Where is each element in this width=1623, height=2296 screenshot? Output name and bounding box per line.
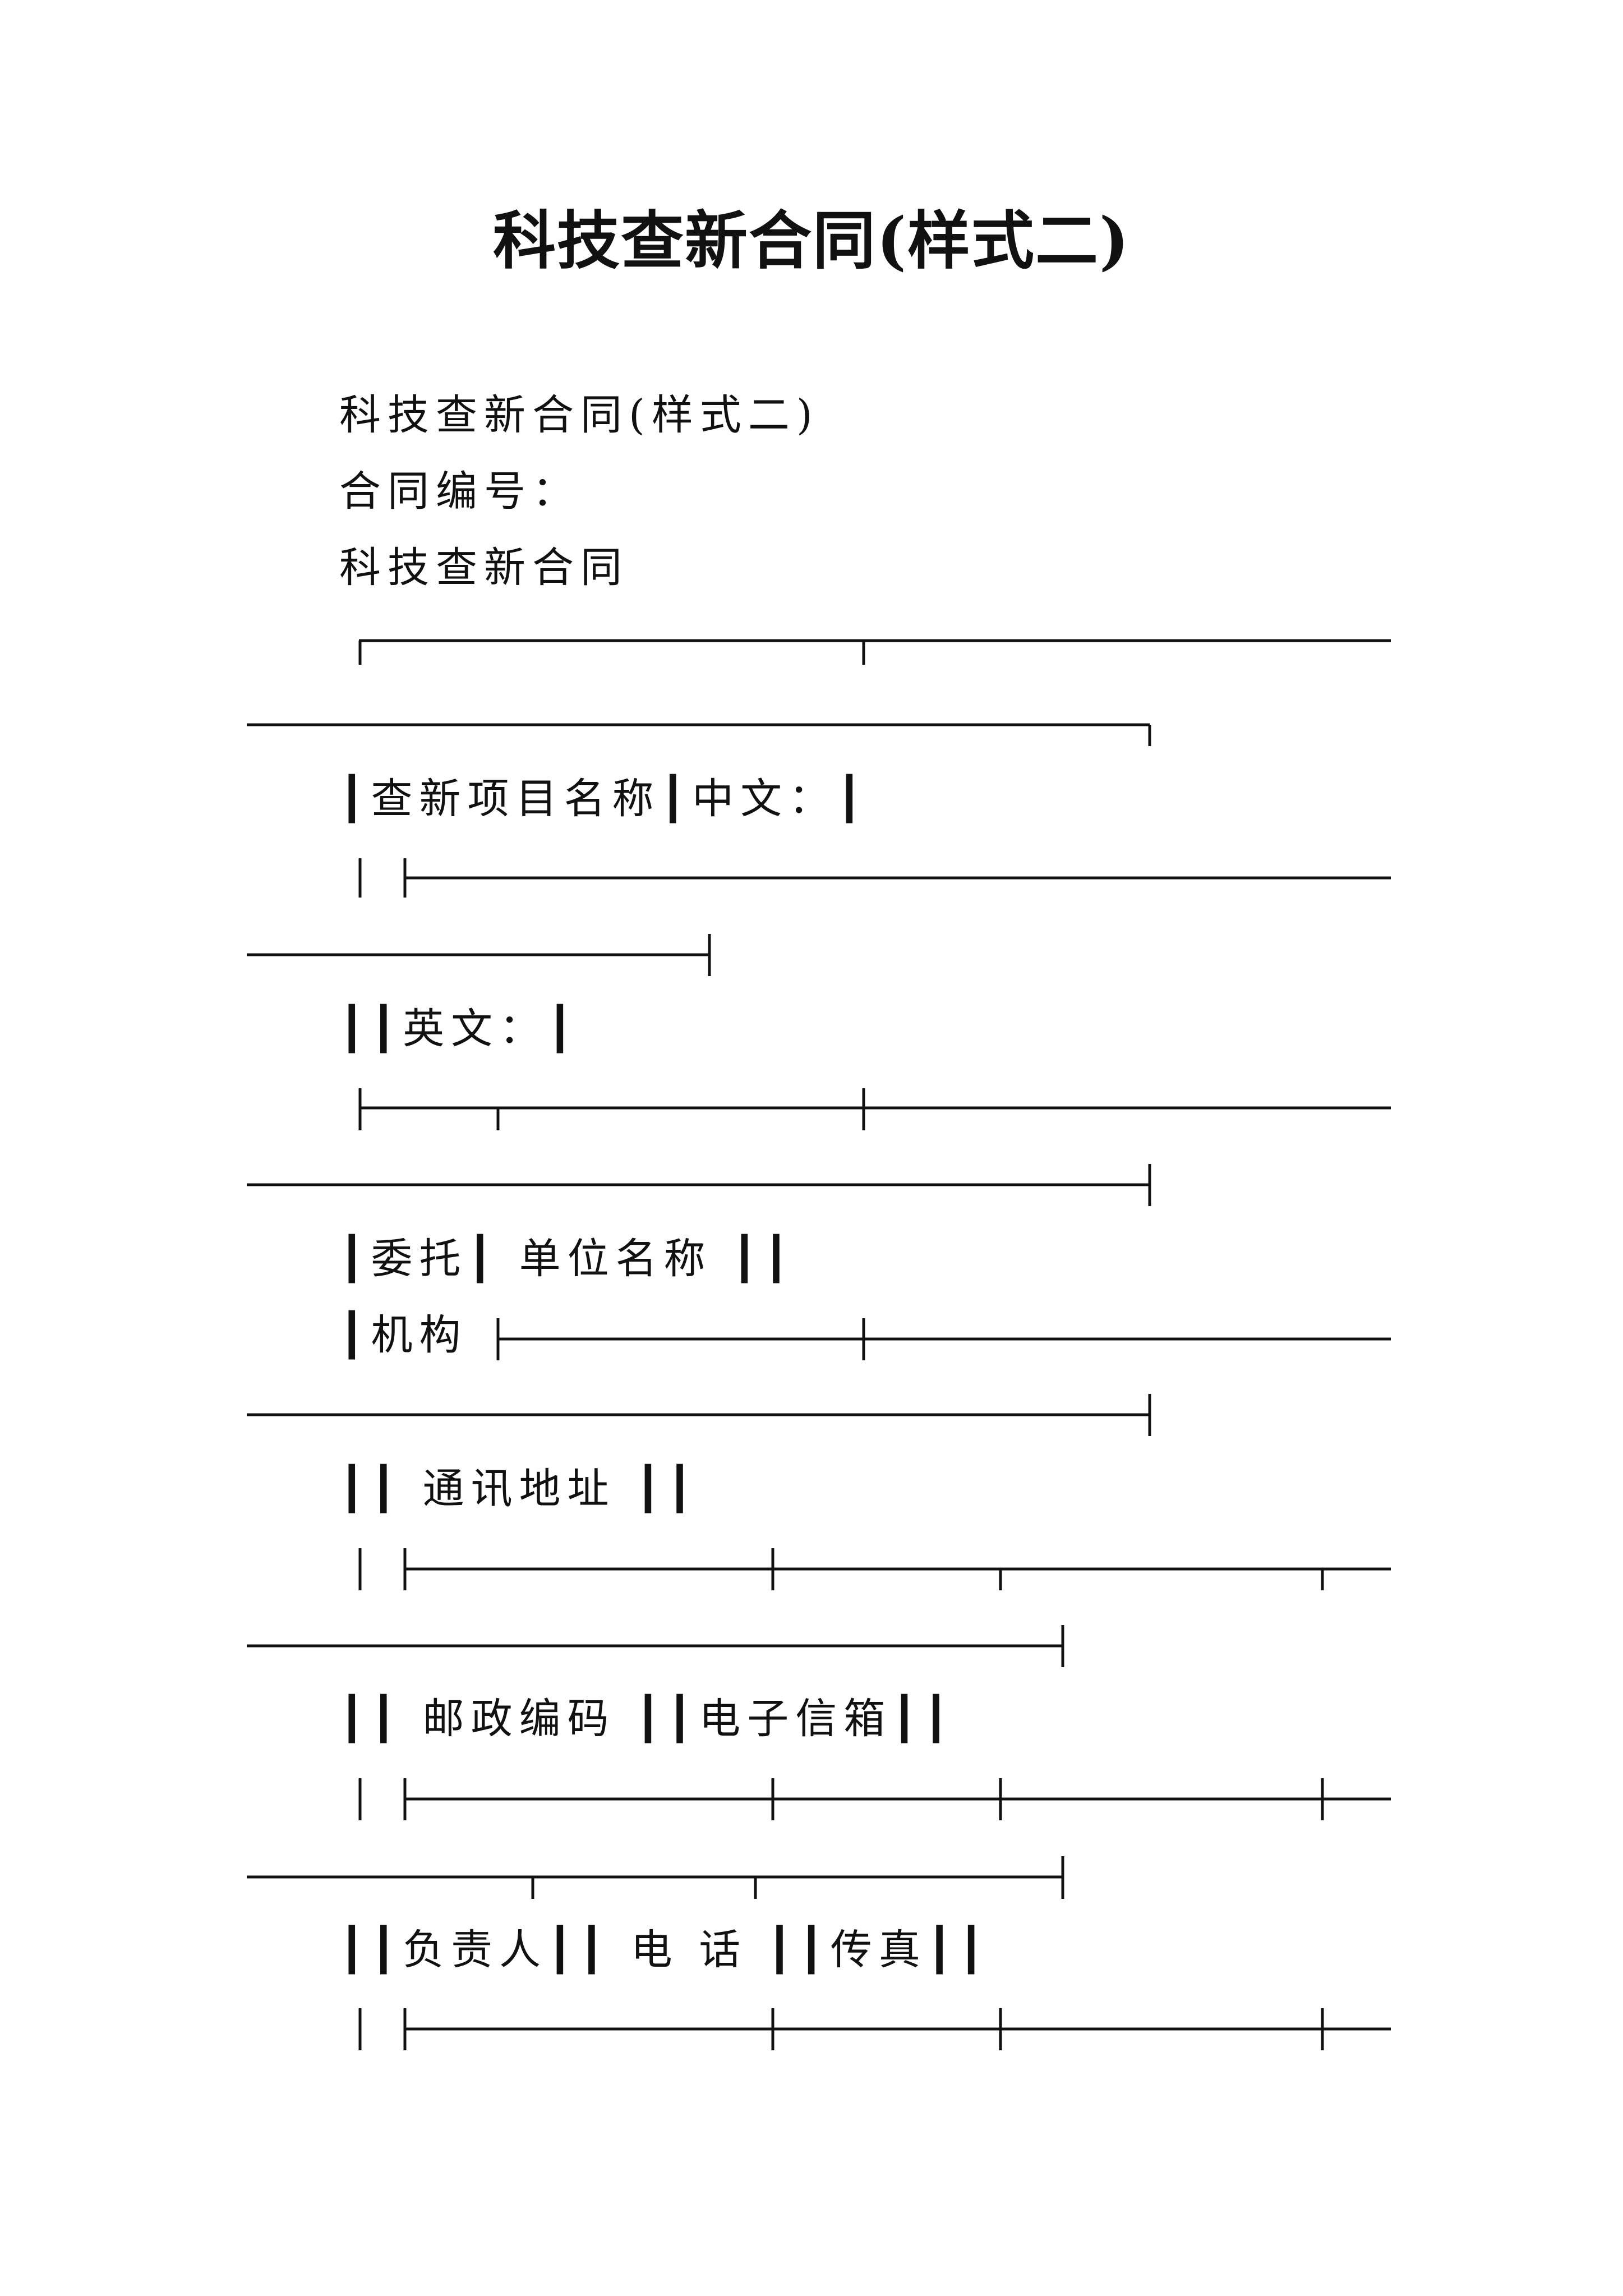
table-rule-postcode	[247, 1778, 1391, 1899]
page-title: 科技查新合同(样式二)	[493, 204, 1130, 278]
contract-number-label: 合同编号：	[339, 467, 580, 516]
row-entrust-unit-name: ┃委托┃ 单位名称 ┃┃	[339, 1235, 796, 1283]
row-postcode-email: ┃┃ 邮政编码 ┃┃电子信箱┃┃	[339, 1695, 956, 1743]
row-address: ┃┃ 通讯地址 ┃┃	[339, 1465, 699, 1513]
row-entrust-org-label: ┃机构	[339, 1311, 468, 1359]
table-border-top	[247, 639, 1391, 746]
table-rule-contact	[358, 2008, 1391, 2050]
contract-heading: 科技查新合同	[339, 544, 629, 592]
row-project-name-en: ┃┃英文：┃	[339, 1005, 579, 1053]
row-project-name-cn: ┃查新项目名称┃中文：┃	[339, 775, 869, 823]
table-rule-project-name	[247, 858, 1391, 976]
row-contact-phone-fax: ┃┃负责人┃┃ 电 话 ┃┃传真┃┃	[339, 1926, 990, 1974]
table-rule-entrust-top	[247, 1088, 1391, 1206]
document-subtitle: 科技查新合同(样式二)	[339, 391, 819, 439]
table-rule-entrust-middle	[247, 1318, 1391, 1436]
table-rule-address	[247, 1548, 1391, 1667]
